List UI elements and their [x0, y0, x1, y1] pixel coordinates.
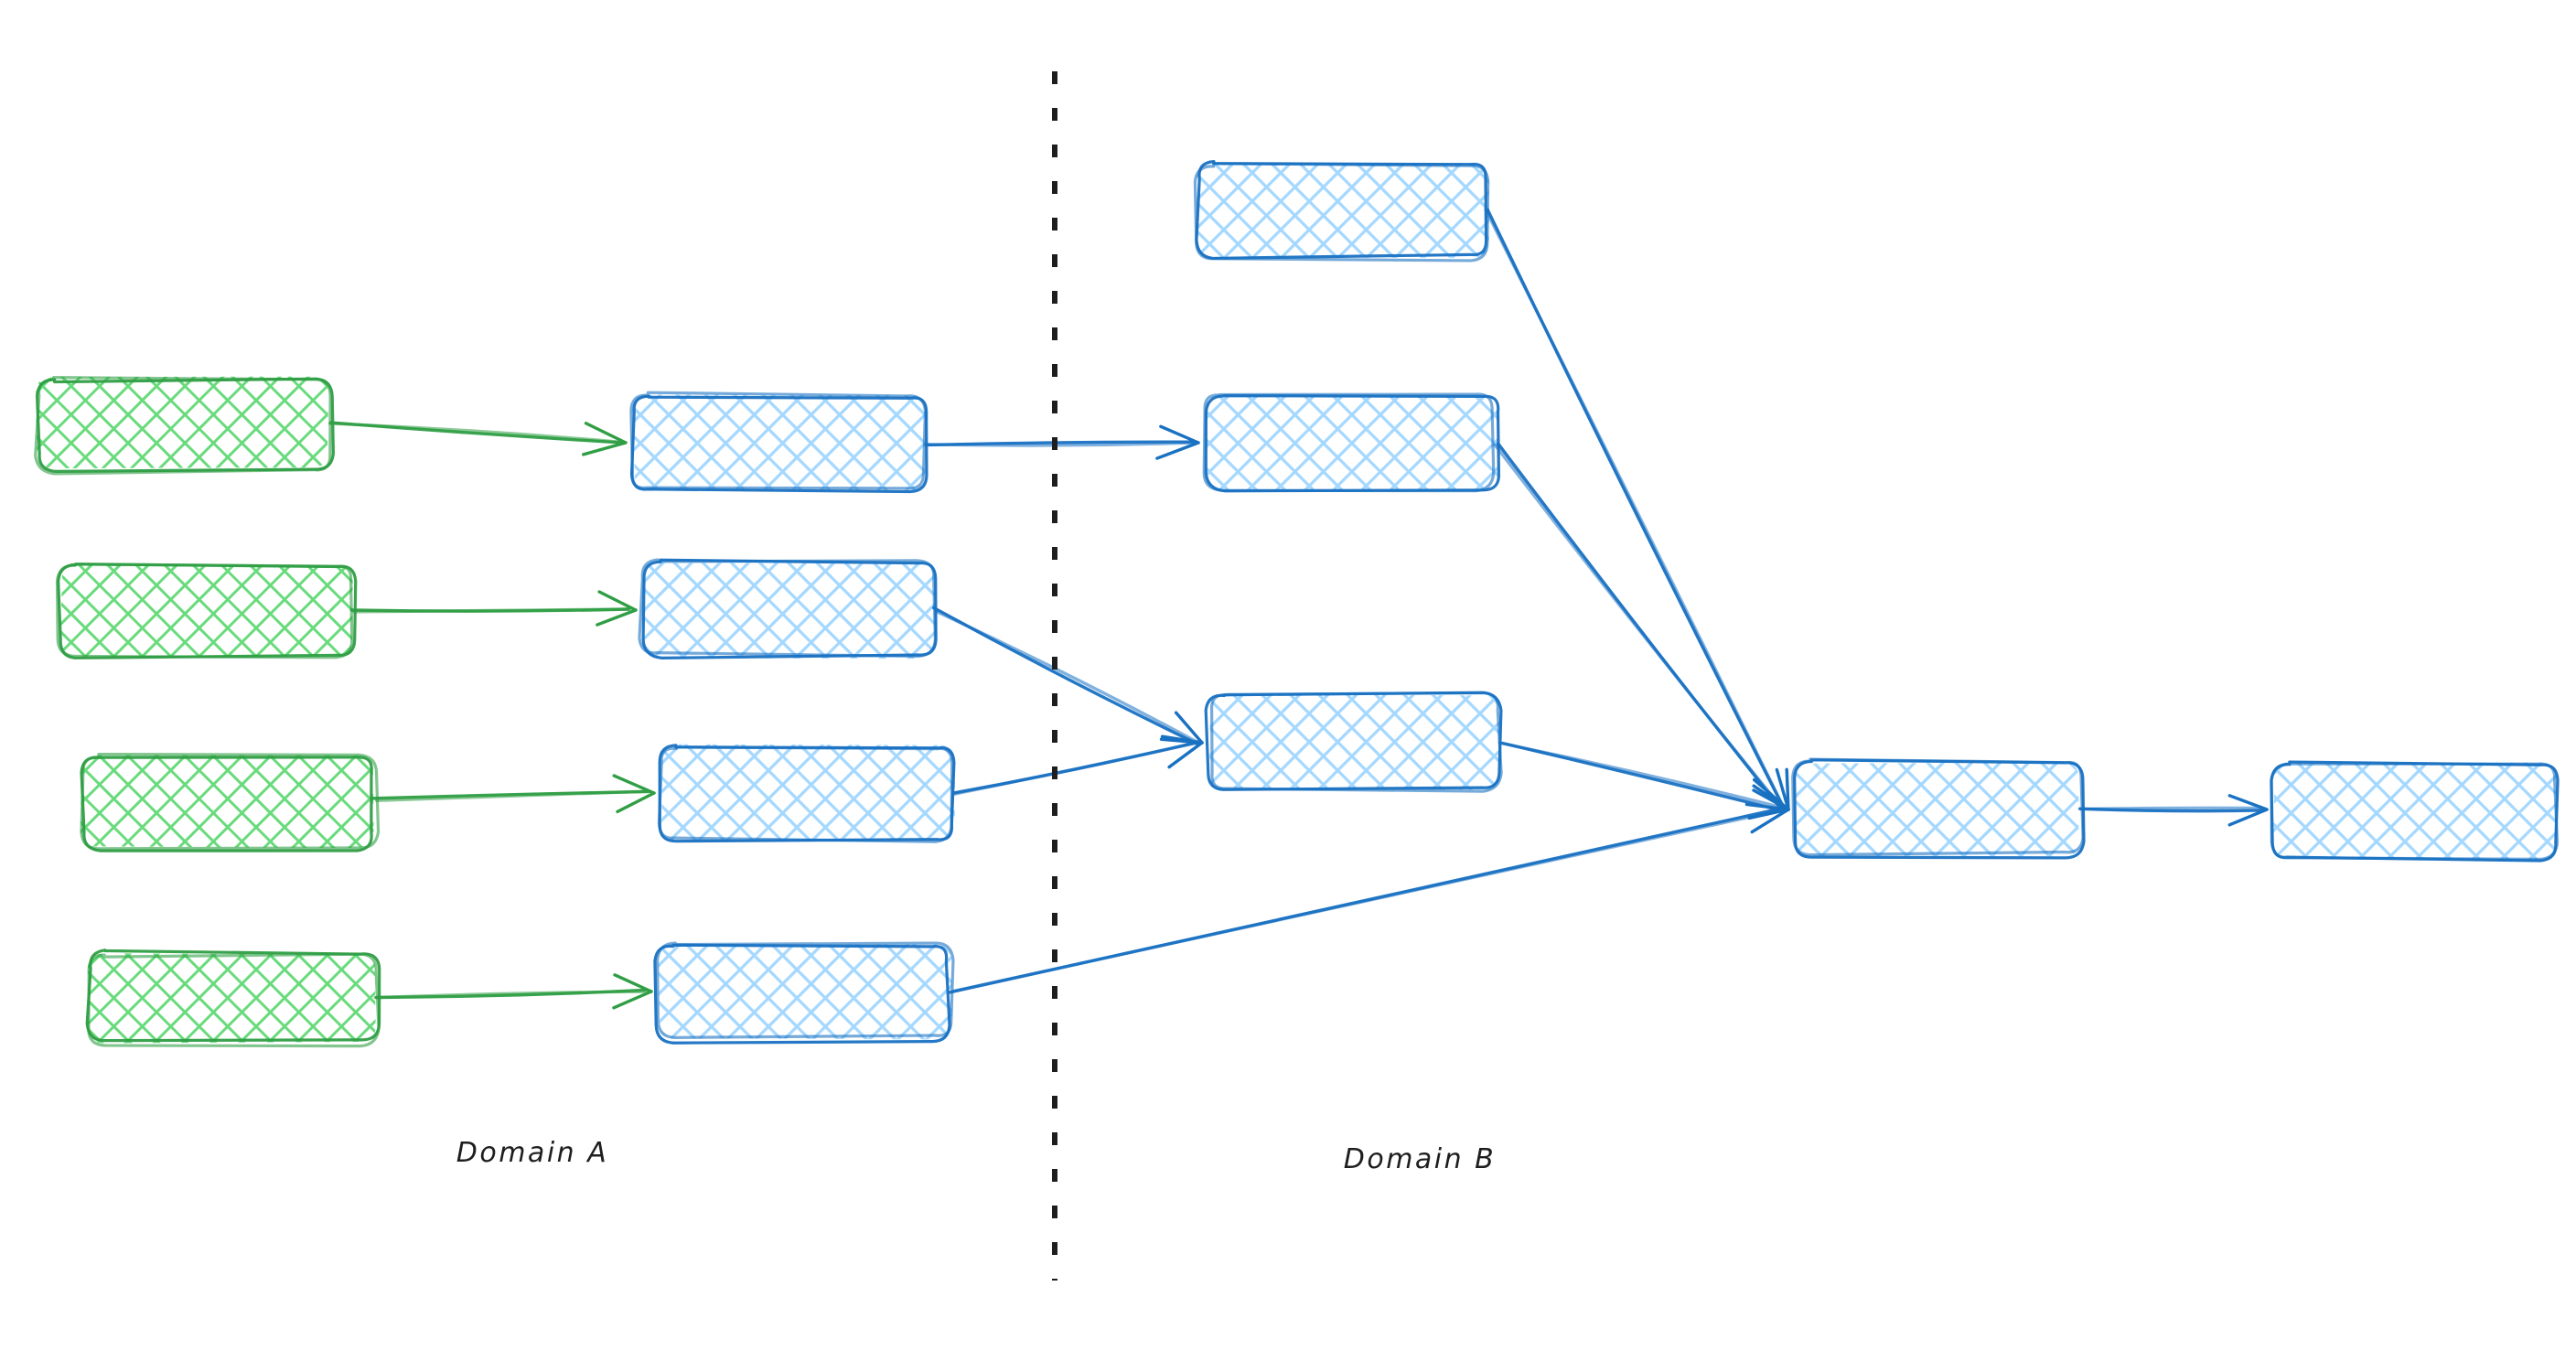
edge-c3-d1	[1497, 741, 1790, 820]
edge-a4-b4	[373, 973, 653, 1010]
node-b4[interactable]	[653, 941, 955, 1045]
node-c2[interactable]	[1202, 392, 1500, 493]
label-domain-a: Domain A	[456, 1137, 608, 1169]
edge-d1-e1	[2078, 794, 2269, 827]
edge-a2-b2	[349, 590, 638, 627]
node-a1[interactable]	[34, 376, 335, 476]
node-d1[interactable]	[1791, 757, 2086, 860]
edge-b2-c3	[931, 606, 1204, 746]
node-a3[interactable]	[80, 752, 381, 852]
node-layer	[34, 160, 2560, 1048]
node-b2[interactable]	[638, 558, 938, 659]
node-a4[interactable]	[85, 949, 381, 1048]
edge-c2-d1	[1493, 442, 1790, 812]
edge-b4-d1	[947, 802, 1790, 994]
edge-c1-d1	[1484, 208, 1790, 811]
edge-b1-c2	[924, 424, 1200, 460]
label-layer: Domain A Domain B	[456, 1137, 1497, 1175]
node-a2[interactable]	[55, 563, 358, 659]
node-b3[interactable]	[657, 744, 956, 843]
edge-b3-c3	[952, 734, 1204, 796]
edge-a1-b1	[327, 421, 628, 456]
node-c3[interactable]	[1204, 691, 1503, 793]
edge-a3-b3	[370, 774, 656, 814]
node-e1[interactable]	[2270, 760, 2560, 863]
node-b1[interactable]	[629, 391, 928, 494]
node-c1[interactable]	[1193, 160, 1490, 263]
label-domain-b: Domain B	[1344, 1143, 1497, 1175]
edge-layer	[327, 208, 2269, 1010]
